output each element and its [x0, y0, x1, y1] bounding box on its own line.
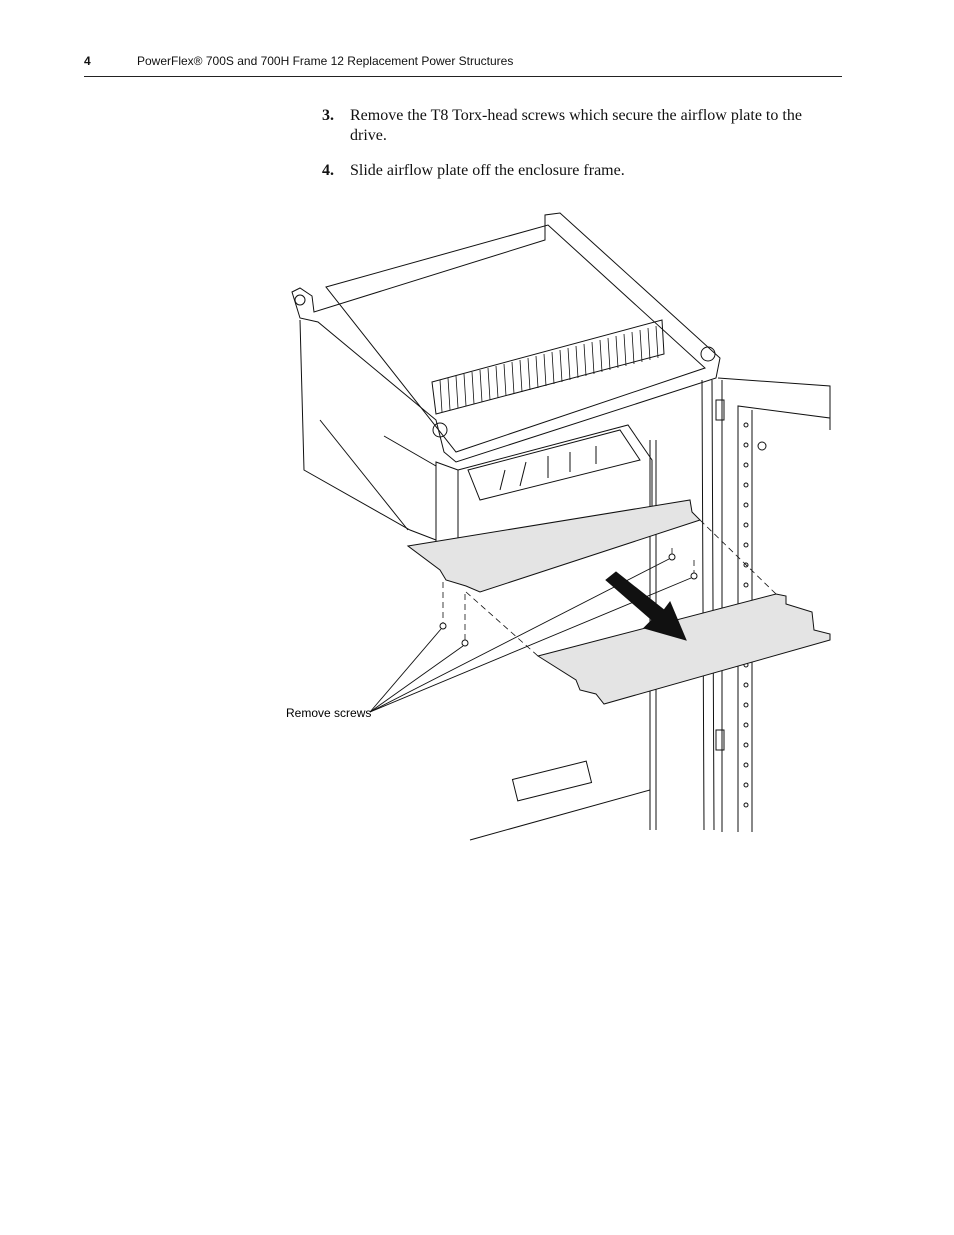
drive-top-frame: [291, 212, 721, 463]
enclosure-door: [717, 377, 831, 832]
running-title: PowerFlex® 700S and 700H Frame 12 Replac…: [137, 54, 514, 68]
drive-top-panel: [325, 224, 706, 453]
label-plate: [511, 760, 593, 802]
airflow-plate-removed: [536, 593, 831, 705]
instruction-steps: 3. Remove the T8 Torx-head screws which …: [322, 106, 842, 196]
step-text: Slide airflow plate off the enclosure fr…: [350, 162, 625, 179]
technical-drawing: Remove screws: [286, 212, 831, 841]
step-4: 4. Slide airflow plate off the enclosure…: [322, 161, 842, 181]
airflow-plate-installed: [406, 499, 701, 593]
page-number: 4: [84, 54, 91, 68]
airflow-plate-removal-illustration: Remove screws: [280, 205, 840, 845]
step-3: 3. Remove the T8 Torx-head screws which …: [322, 106, 842, 146]
slide-direction-arrow: [605, 571, 687, 641]
remove-screws-callout: Remove screws: [286, 706, 371, 720]
page-header: 4 PowerFlex® 700S and 700H Frame 12 Repl…: [84, 52, 842, 77]
screw-markers: [439, 553, 698, 647]
heatsink-fins: [431, 319, 665, 415]
step-number: 4.: [322, 162, 334, 179]
step-text: Remove the T8 Torx-head screws which sec…: [350, 107, 802, 144]
step-number: 3.: [322, 107, 334, 124]
enclosure-lower: [469, 700, 651, 841]
